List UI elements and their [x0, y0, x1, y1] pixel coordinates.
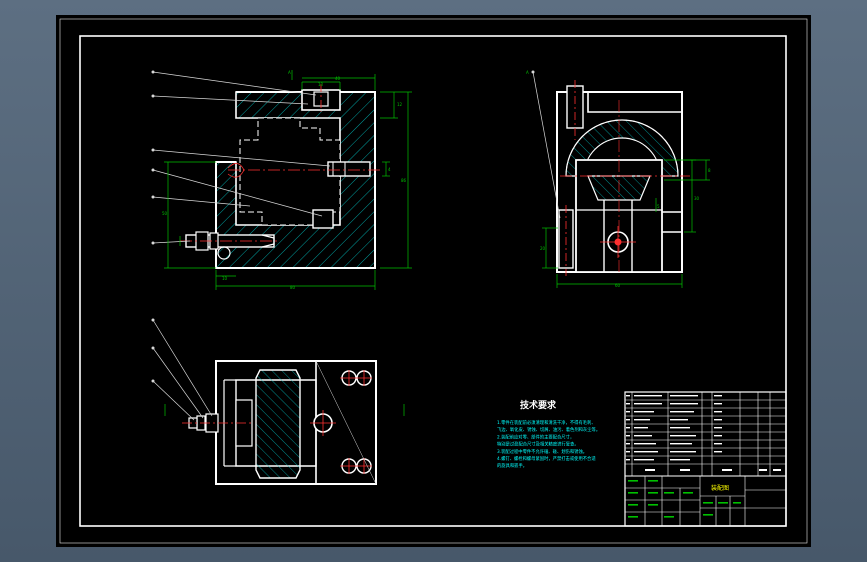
- tech-note-line: 飞边、氧化皮、锈蚀、切屑、油污、着色剂和灰尘等。: [497, 426, 600, 433]
- parts-list-marks: [626, 395, 781, 518]
- svg-text:60: 60: [615, 283, 621, 288]
- sheet-outer-border: [59, 18, 808, 544]
- front-view-support-block: [312, 209, 334, 229]
- svg-text:A: A: [288, 70, 291, 75]
- front-view-outline: [215, 91, 376, 269]
- side-view-dimensions: [542, 159, 710, 288]
- svg-text:5: 5: [657, 204, 660, 209]
- svg-text:50: 50: [162, 211, 168, 216]
- svg-text:8: 8: [708, 168, 711, 173]
- top-view-holes: [310, 370, 372, 474]
- front-view-leaders: [152, 71, 331, 244]
- svg-text:80: 80: [290, 285, 296, 290]
- tech-note-line: 4.螺钉、螺栓和螺母紧固时，严禁打击或使用不合适: [497, 455, 596, 462]
- svg-text:10: 10: [222, 276, 228, 281]
- top-view: [151, 318, 405, 485]
- svg-text:10: 10: [318, 82, 324, 87]
- tech-note-line: 1.零件在装配前必须清理和清洗干净，不得有毛刺、: [497, 419, 596, 426]
- svg-text:12: 12: [397, 102, 403, 107]
- svg-text:86: 86: [401, 178, 407, 183]
- tech-requirements-title: 技术要求: [520, 399, 557, 411]
- front-view: 80 40 10 86 12 4 50 10 A: [151, 70, 412, 290]
- svg-text:40: 40: [335, 76, 341, 81]
- tech-note-line: 的旋具和扳手。: [497, 462, 527, 469]
- svg-text:4: 4: [388, 167, 391, 172]
- svg-text:30: 30: [694, 196, 700, 201]
- technical-requirements: 技术要求 1.零件在装配前必须清理和清洗干净，不得有毛刺、飞边、氧化皮、锈蚀、切…: [497, 399, 600, 469]
- sheet-inner-border: [79, 35, 787, 527]
- title-block-drawing-name: 装配图: [711, 484, 729, 492]
- tech-note-line: 特别是过盈配合尺寸及相关精度进行复查。: [497, 441, 579, 448]
- tech-note-line: 2.装配前应对零、部件的主要配合尺寸，: [497, 433, 574, 440]
- svg-text:20: 20: [540, 246, 546, 251]
- front-view-locating-pin: [327, 161, 371, 177]
- front-view-dimensions: [164, 74, 412, 290]
- tech-note-line: 3.装配过程中零件不允许磕、碰、划伤和锈蚀。: [497, 448, 587, 455]
- side-view-outline: [556, 91, 683, 273]
- title-block: [624, 391, 787, 527]
- svg-text:A: A: [526, 70, 529, 75]
- drawing-canvas[interactable]: [56, 15, 811, 547]
- side-view: 60 30 8 20 5 A: [526, 70, 711, 288]
